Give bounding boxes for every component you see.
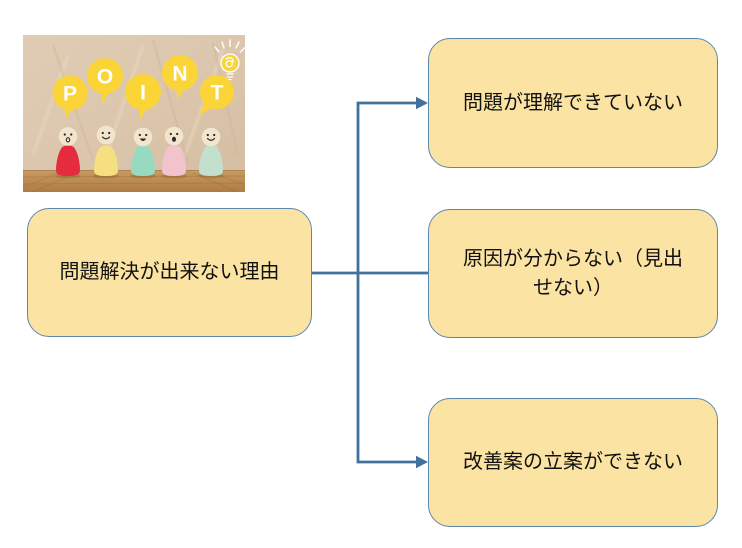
reason-box-1: 問題が理解できていない: [428, 38, 718, 168]
letter-t: T: [211, 82, 224, 105]
doll-red: [56, 127, 80, 176]
bubble-t: T: [199, 75, 234, 115]
reason-box-2-label: 原因が分からない（見出せない）: [463, 247, 683, 299]
reason-box-2: 原因が分からない（見出せない）: [428, 209, 718, 338]
arrowhead-reason1: [416, 96, 428, 110]
connector-root-to-reason1: [356, 101, 417, 273]
doll-pink: [162, 126, 186, 176]
bubble-o: O: [87, 58, 123, 104]
root-box-label: 問題解決が出来ない理由: [59, 261, 280, 283]
reason-box-3-label: 改善案の立案ができない: [463, 451, 683, 473]
bubble-i: I: [125, 74, 161, 120]
letter-p: P: [63, 83, 77, 106]
root-box: 問題解決が出来ない理由: [27, 208, 312, 337]
connector-strokes: [312, 101, 428, 464]
doll-green: [199, 127, 223, 176]
speech-bubbles: P O I N T: [52, 55, 234, 120]
bubble-p: P: [52, 75, 88, 120]
doll-mint: [131, 127, 155, 176]
peg-dolls: [56, 125, 223, 176]
arrowhead-reason3: [416, 455, 428, 469]
bubble-n: N: [162, 55, 198, 101]
letter-o: O: [97, 66, 113, 89]
letter-i: I: [140, 82, 146, 105]
connector-arrowheads: [416, 96, 428, 469]
point-photo: P O I N T: [23, 35, 245, 192]
reason-box-1-label: 問題が理解できていない: [463, 91, 683, 114]
lightbulb-icon: [214, 39, 245, 81]
letter-n: N: [172, 63, 187, 86]
doll-yellow: [94, 125, 118, 176]
connector-root-to-reason3: [356, 273, 417, 464]
reason-box-3: 改善案の立案ができない: [428, 398, 718, 527]
